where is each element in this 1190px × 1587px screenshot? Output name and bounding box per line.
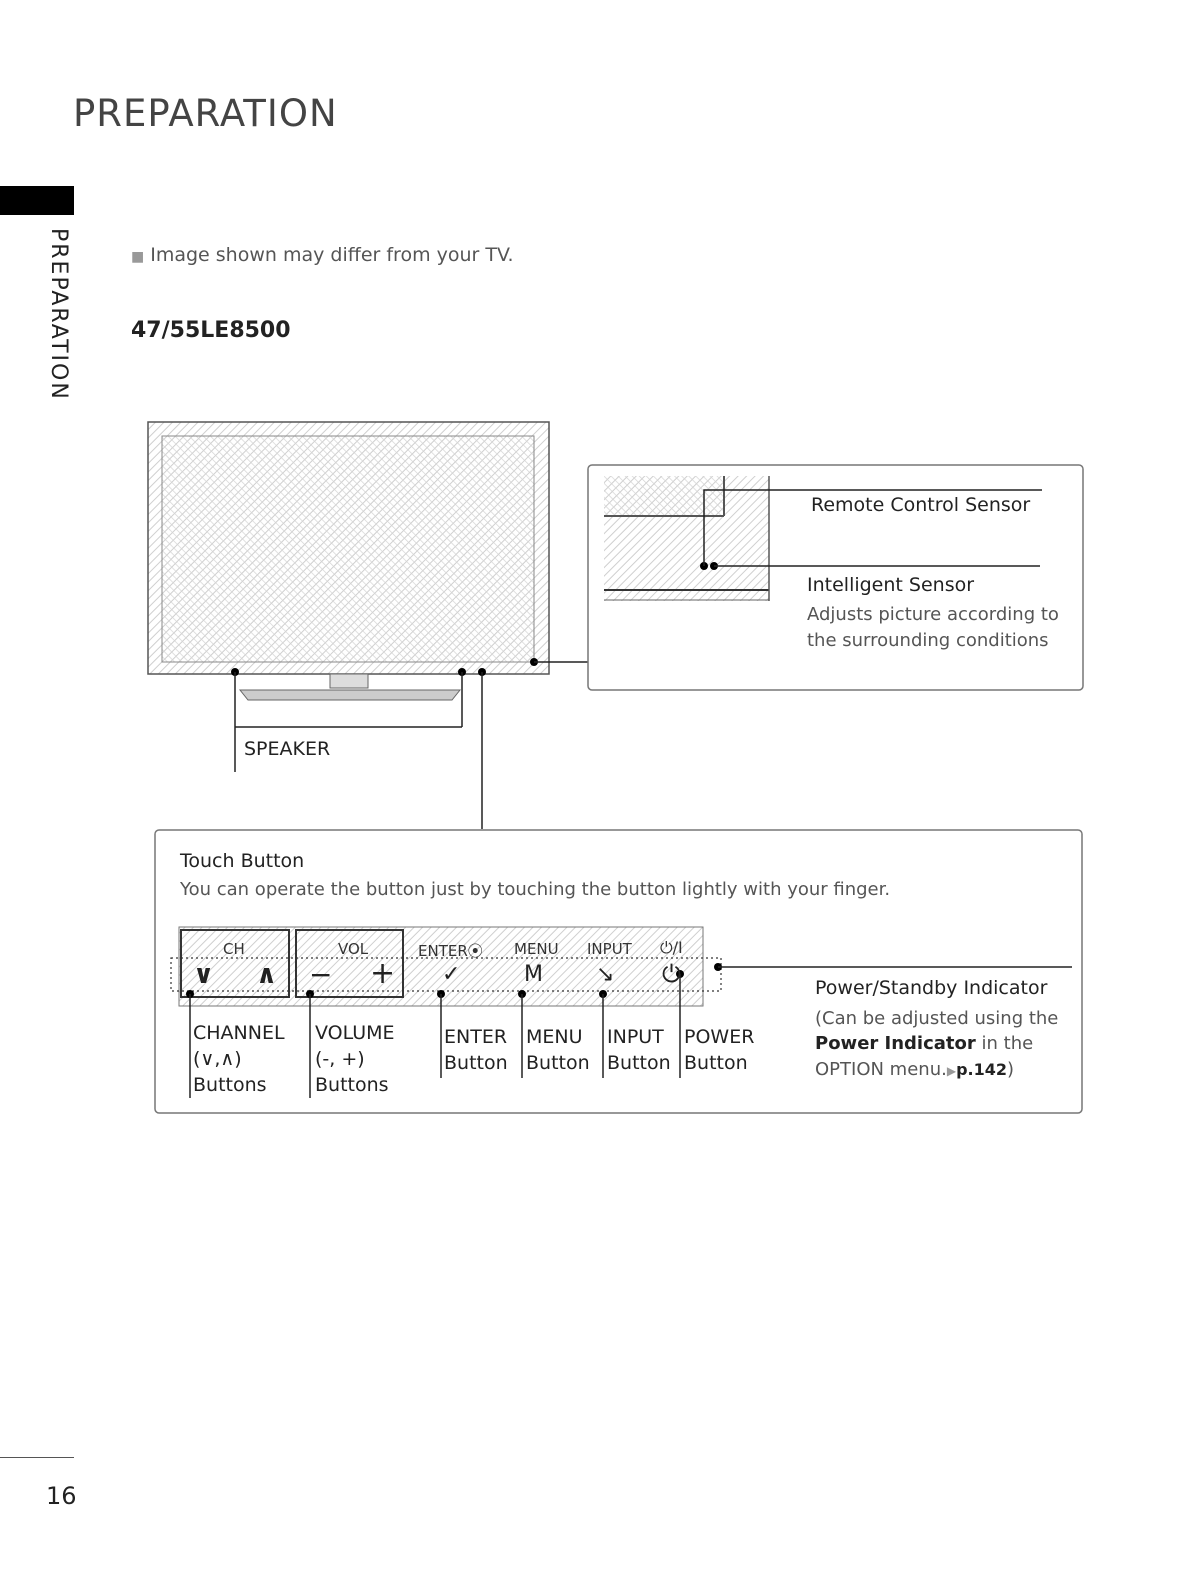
footer-rule — [0, 1457, 74, 1458]
input-arrow-icon[interactable]: ↘ — [596, 962, 615, 987]
tv-illustration — [147, 421, 550, 701]
intelligent-sensor-desc-2: the surrounding conditions — [807, 630, 1049, 651]
channel-down-icon[interactable]: ∨ — [193, 960, 215, 990]
panel-label-vol: VOL — [338, 940, 369, 958]
intelligent-sensor-label: Intelligent Sensor — [807, 574, 975, 596]
channel-buttons-label: CHANNEL(∨,∧)Buttons — [193, 1022, 285, 1096]
page-title: PREPARATION — [73, 92, 338, 135]
channel-up-icon[interactable]: ∧ — [256, 960, 278, 990]
section-tab-marker — [0, 186, 74, 215]
power-standby-indicator-title: Power/Standby Indicator — [815, 977, 1048, 999]
volume-down-icon[interactable]: − — [309, 958, 333, 991]
note-bullet-icon: ■ — [131, 249, 145, 265]
indicator-desc-2: Power Indicator in the — [815, 1033, 1034, 1054]
model-number: 47/55LE8500 — [131, 318, 291, 343]
panel-label-menu: MENU — [514, 940, 559, 958]
intelligent-sensor-desc-1: Adjusts picture according to — [807, 604, 1059, 625]
power-icon[interactable]: ⏻ — [662, 960, 681, 988]
speaker-label: SPEAKER — [244, 738, 331, 760]
enter-check-icon[interactable]: ✓ — [442, 962, 461, 987]
sensor-closeup — [604, 476, 770, 601]
volume-up-icon[interactable]: + — [370, 956, 396, 991]
remote-control-sensor-label: Remote Control Sensor — [811, 494, 1031, 516]
image-note: ■ Image shown may differ from your TV. — [131, 244, 514, 266]
indicator-desc-1: (Can be adjusted using the — [815, 1008, 1059, 1029]
panel-label-ch: CH — [223, 940, 245, 958]
panel-label-enter: ENTER⦿ — [418, 942, 483, 960]
touch-button-title: Touch Button — [180, 850, 305, 872]
page-ref-arrow-icon: ▶ — [946, 1064, 957, 1078]
side-section-label: PREPARATION — [46, 228, 71, 401]
note-text: Image shown may differ from your TV. — [150, 244, 514, 266]
menu-m-icon[interactable]: M — [524, 962, 543, 987]
volume-buttons-label: VOLUME(-, +)Buttons — [315, 1022, 395, 1096]
panel-label-input: INPUT — [587, 940, 632, 958]
touch-button-desc: You can operate the button just by touch… — [180, 879, 891, 900]
panel-label-power: ⏻/I — [660, 938, 683, 957]
indicator-desc-3: OPTION menu.▶p.142) — [815, 1059, 1015, 1080]
page-number: 16 — [46, 1482, 77, 1510]
touch-panel-illustration — [170, 926, 722, 1007]
